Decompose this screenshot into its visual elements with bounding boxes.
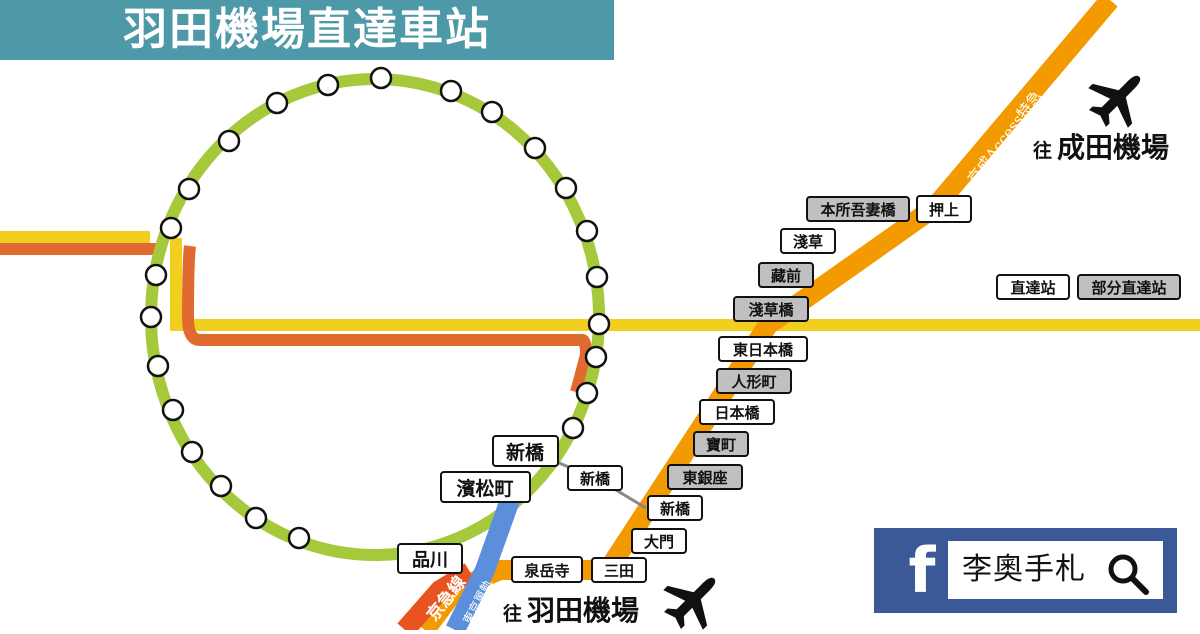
loop-station-marker[interactable]: [287, 526, 311, 550]
station-sengakuji[interactable]: 泉岳寺: [511, 556, 583, 583]
legend-direct-label: 直達站: [1010, 279, 1055, 297]
loop-station-marker[interactable]: [180, 440, 204, 464]
loop-station-marker[interactable]: [144, 263, 168, 287]
station-shimbashi-link[interactable]: 新橋: [567, 465, 623, 491]
station-label: 新橋: [580, 470, 611, 488]
station-label: 品川: [412, 550, 448, 571]
haneda-destination: 羽田機場: [527, 594, 639, 627]
station-label: 泉岳寺: [523, 562, 569, 580]
loop-station-marker[interactable]: [480, 100, 504, 124]
station-shimbashi-jr[interactable]: 新橋: [492, 435, 559, 467]
loop-station-marker[interactable]: [177, 177, 201, 201]
station-label: 淺草: [793, 233, 823, 251]
loop-station-marker[interactable]: [316, 73, 340, 97]
legend: 直達站 部分直達站: [996, 274, 1181, 300]
station-shinagawa[interactable]: 品川: [397, 543, 463, 574]
station-asakusa[interactable]: 淺草: [780, 228, 836, 254]
loop-station-marker[interactable]: [209, 474, 233, 498]
station-label: 新橋: [506, 441, 545, 464]
loop-station-marker[interactable]: [159, 216, 183, 240]
station-honjo-azumabashi[interactable]: 本所吾妻橋: [806, 196, 910, 222]
station-label: 寶町: [706, 436, 736, 454]
facebook-page-name: 李奧手札: [962, 552, 1086, 587]
tokyo-east-west-lines: [0, 231, 1200, 394]
station-label: 東銀座: [682, 469, 727, 487]
station-oshiage[interactable]: 押上: [916, 195, 972, 223]
station-label: 藏前: [771, 267, 801, 285]
loop-station-marker[interactable]: [575, 219, 599, 243]
loop-stations: [139, 66, 611, 550]
facebook-search-box[interactable]: [948, 541, 1163, 599]
loop-station-marker[interactable]: [146, 354, 170, 378]
loop-station-marker[interactable]: [585, 265, 609, 289]
legend-partial: 部分直達站: [1077, 274, 1181, 300]
airplane-icon-haneda: [663, 577, 716, 630]
station-daimon[interactable]: 大門: [631, 528, 687, 554]
station-mita[interactable]: 三田: [591, 557, 647, 583]
page-title: 羽田機場直達車站: [123, 4, 491, 55]
loop-station-marker[interactable]: [369, 66, 393, 90]
loop-station-marker[interactable]: [439, 79, 463, 103]
station-label: 濱松町: [456, 477, 513, 500]
station-kuramae[interactable]: 藏前: [758, 262, 814, 288]
loop-station-marker[interactable]: [161, 398, 185, 422]
station-higashi-ginza[interactable]: 東銀座: [667, 464, 743, 490]
loop-station-marker[interactable]: [587, 312, 611, 336]
haneda-prefix: 往: [503, 602, 522, 625]
station-label: 大門: [644, 533, 674, 551]
loop-station-marker[interactable]: [523, 136, 547, 160]
legend-direct: 直達站: [996, 274, 1070, 300]
station-label: 淺草橋: [748, 301, 794, 319]
legend-partial-label: 部分直達站: [1091, 279, 1166, 297]
station-nihombashi[interactable]: 日本橋: [699, 399, 775, 425]
station-label: 東日本橋: [733, 341, 794, 359]
station-label: 日本橋: [714, 404, 760, 422]
keisei-line-label: 京成Access特急: [964, 87, 1046, 187]
loop-station-marker[interactable]: [265, 91, 289, 115]
search-icon[interactable]: [1106, 552, 1150, 596]
station-label: 三田: [604, 562, 634, 580]
station-higashi-nihombashi[interactable]: 東日本橋: [718, 336, 808, 362]
loop-station-marker[interactable]: [217, 129, 241, 153]
station-hamamatsucho[interactable]: 濱松町: [440, 471, 531, 503]
monorail-line: [446, 496, 520, 634]
station-ningyocho[interactable]: 人形町: [716, 368, 792, 394]
loop-station-marker[interactable]: [561, 416, 585, 440]
loop-station-marker[interactable]: [554, 176, 578, 200]
facebook-icon: f: [908, 534, 936, 607]
airplane-icon-narita: [1088, 75, 1141, 128]
title-banner: [0, 0, 614, 60]
loop-station-marker[interactable]: [584, 345, 608, 369]
narita-destination: 成田機場: [1057, 131, 1169, 164]
station-label: 本所吾妻橋: [820, 201, 896, 219]
station-label: 新橋: [660, 500, 691, 518]
station-shimbashi-asakusa[interactable]: 新橋: [647, 495, 703, 521]
station-label: 人形町: [731, 373, 776, 391]
narita-prefix: 往: [1033, 139, 1052, 162]
yellow-line: [169, 237, 1200, 331]
station-takaracho[interactable]: 寶町: [693, 431, 749, 457]
keikyu-line: [397, 563, 476, 634]
station-boxes: 本所吾妻橋 押上 淺草 藏前 淺草橋 東日本橋: [397, 195, 972, 583]
loop-station-marker[interactable]: [575, 381, 599, 405]
station-label: 押上: [929, 201, 959, 219]
loop-station-marker[interactable]: [139, 305, 163, 329]
station-asakusabashi[interactable]: 淺草橋: [733, 296, 809, 322]
loop-station-marker[interactable]: [244, 506, 268, 530]
red-line: [181, 245, 593, 394]
